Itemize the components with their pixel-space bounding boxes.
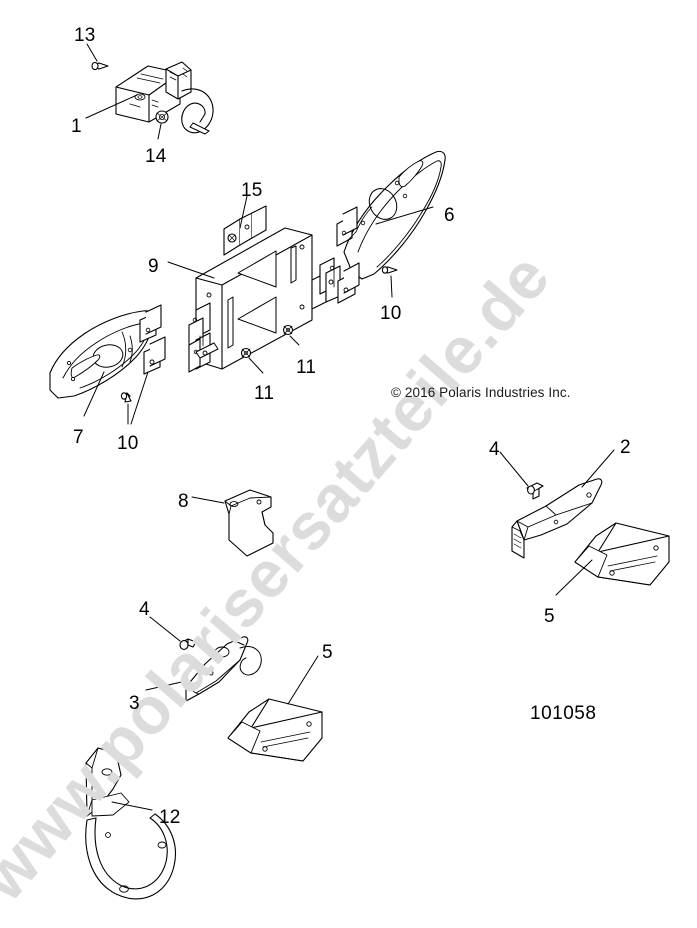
part-11-fastener-b (240, 347, 252, 359)
part-2-bracket-lamp-right (511, 478, 603, 559)
part-5-lamp-housing-right (574, 522, 670, 586)
part-14-nut (155, 110, 169, 124)
part-4-bolt-right (526, 482, 544, 500)
callout-label-5-lamp-housing: 5 (544, 606, 555, 627)
callout-label-13-screw: 13 (74, 25, 96, 46)
part-1-housing (115, 61, 192, 123)
callout-label-5-lamp-housing: 5 (322, 642, 333, 663)
callout-label-4-bolt: 4 (139, 599, 150, 620)
callout-label-2-bracket-lamp-right: 2 (620, 437, 631, 458)
part-8-plate-tab (224, 489, 274, 557)
callout-label-8-plate-tab: 8 (178, 491, 189, 512)
part-4-bolt-left (179, 638, 197, 650)
part-10-screw-left (120, 392, 132, 403)
callout-label-7-bracket-left: 7 (73, 427, 84, 448)
part-6-bracket-right (336, 150, 446, 304)
part-10-screw-right (381, 266, 398, 274)
part-9-mounting-plate (188, 205, 341, 373)
part-11-fastener-a (282, 324, 294, 336)
part-7-bracket-left (49, 304, 166, 399)
part-12-bracket-curved (85, 747, 176, 900)
callout-label-3-bracket-lamp-left: 3 (129, 693, 140, 714)
callout-label-1-housing-assembly: 1 (71, 116, 82, 137)
callout-label-11-fastener: 11 (296, 357, 317, 378)
callout-label-14-nut: 14 (145, 146, 167, 167)
callout-label-12-bracket-curved: 12 (159, 807, 181, 828)
diagram-number: 101058 (530, 703, 597, 724)
part-5-lamp-housing-left (227, 698, 323, 762)
callout-label-10-screw: 10 (117, 433, 139, 454)
callout-label-15-fastener: 15 (241, 180, 263, 201)
callout-label-11-fastener: 11 (254, 383, 275, 404)
part-3-bracket-lamp-left (185, 636, 262, 702)
part-13-screw (91, 61, 109, 71)
copyright-notice: © 2016 Polaris Industries Inc. (391, 385, 571, 400)
callout-label-4-bolt: 4 (489, 439, 500, 460)
part-1-cable-loop (181, 88, 214, 135)
callout-label-10-screw: 10 (380, 303, 402, 324)
callout-label-6-bracket-right: 6 (444, 205, 455, 226)
part-15-fastener (227, 233, 237, 243)
callout-label-9-mounting-plate: 9 (148, 256, 159, 277)
